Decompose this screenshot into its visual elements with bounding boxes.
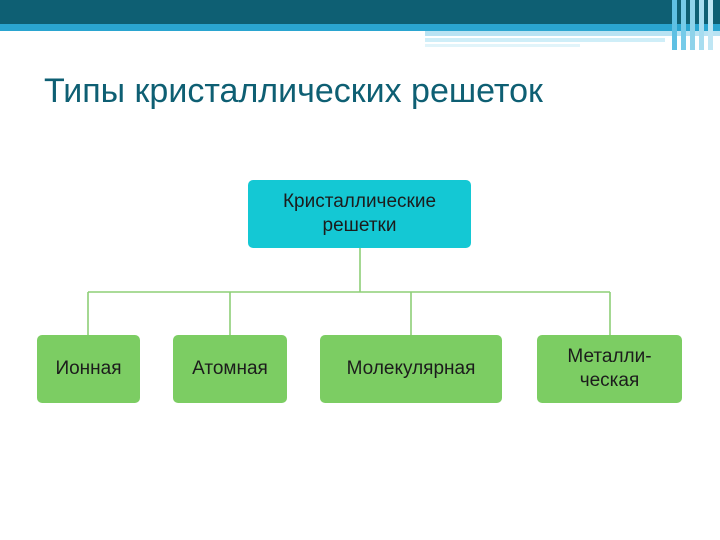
leaf-node-label: Металли- ческая	[567, 346, 652, 391]
leaf-node-ionic: Ионная	[37, 335, 140, 403]
leaf-node-label: Ионная	[55, 358, 122, 380]
leaf-node-atomic: Атомная	[173, 335, 287, 403]
header-stripe-5	[708, 0, 713, 50]
header-stripe-2	[681, 0, 686, 50]
leaf-node-label: Молекулярная	[346, 358, 476, 380]
leaf-node-molecular: Молекулярная	[320, 335, 502, 403]
header-band-dark	[0, 0, 720, 24]
root-node-label: Кристаллические решетки	[282, 191, 437, 236]
header-band	[0, 0, 720, 50]
slide-title: Типы кристаллических решеток	[44, 72, 543, 110]
header-stripe-3	[690, 0, 695, 50]
leaf-node-label: Атомная	[192, 358, 268, 380]
root-node: Кристаллические решетки	[248, 180, 471, 248]
header-accent-2	[425, 38, 665, 42]
header-band-light	[0, 24, 720, 31]
header-accent-1	[425, 31, 720, 36]
header-accent-3	[425, 44, 580, 47]
header-stripe-4	[699, 0, 704, 50]
header-stripe-1	[672, 0, 677, 50]
leaf-node-metallic: Металли- ческая	[537, 335, 682, 403]
